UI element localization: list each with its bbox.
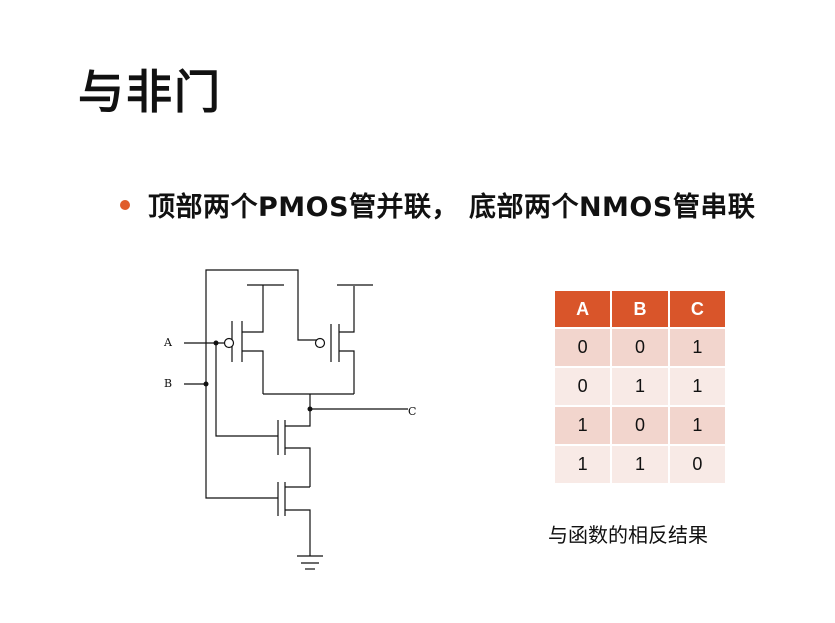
ground-icon (297, 555, 323, 570)
header-a: A (555, 291, 611, 327)
table-row: 1 0 1 (555, 407, 725, 444)
nand-circuit-diagram: A B C (163, 269, 416, 570)
junction-dot-c (307, 406, 313, 412)
bullet-item: 顶部两个PMOS管并联， 底部两个NMOS管串联 (120, 185, 755, 224)
table-cell: 1 (669, 407, 725, 444)
table-row: 0 1 1 (555, 368, 725, 405)
table-cell: 1 (612, 446, 668, 483)
table-cell: 1 (669, 329, 725, 366)
junction-dot-b (203, 381, 209, 387)
table-cell: 1 (555, 407, 611, 444)
table-cell: 1 (669, 368, 725, 405)
pmos-gate-bubble-a (223, 337, 235, 349)
label-c: C (408, 405, 416, 418)
table-cell: 0 (555, 329, 611, 366)
bullet-text: 顶部两个PMOS管并联， 底部两个NMOS管串联 (148, 192, 756, 223)
table-row: 1 1 0 (555, 446, 725, 483)
header-c: C (669, 291, 725, 327)
bullet-dot-icon (120, 199, 130, 210)
table-cell: 0 (555, 368, 611, 405)
table-header-row: A B C (555, 291, 725, 327)
slide-title: 与非门 (78, 65, 222, 119)
table-cell: 1 (612, 368, 668, 405)
table-cell: 0 (612, 407, 668, 444)
header-b: B (612, 291, 668, 327)
wires (184, 269, 408, 556)
table-caption: 与函数的相反结果 (548, 523, 708, 547)
label-a: A (163, 336, 173, 349)
table-cell: 0 (612, 329, 668, 366)
label-b: B (164, 377, 172, 390)
table-cell: 1 (555, 446, 611, 483)
pmos-gate-bubble-b (314, 337, 326, 349)
table-cell: 0 (669, 446, 725, 483)
table-row: 0 0 1 (555, 329, 725, 366)
truth-table: A B C 0 0 1 0 1 1 1 0 1 1 1 0 (553, 289, 727, 485)
junction-dot-a (213, 340, 219, 346)
